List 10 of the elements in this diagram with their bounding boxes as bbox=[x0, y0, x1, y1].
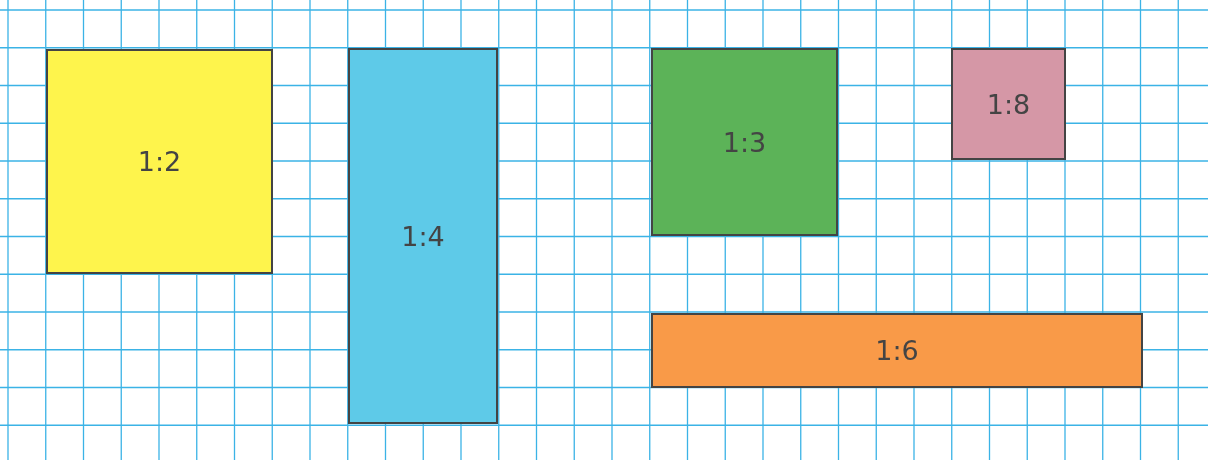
ratio-rectangle bbox=[951, 48, 1066, 160]
ratio-label: 1:6 bbox=[875, 335, 919, 366]
ratio-rectangle bbox=[348, 48, 498, 424]
ratio-label: 1:4 bbox=[401, 220, 445, 252]
ratio-rectangle bbox=[651, 313, 1143, 388]
ratio-label: 1:3 bbox=[722, 126, 767, 158]
ratio-label: 1:2 bbox=[137, 146, 182, 177]
ratio-label: 1:8 bbox=[986, 88, 1031, 120]
ratio-rectangle bbox=[651, 48, 838, 236]
ratio-rectangle bbox=[46, 49, 273, 274]
